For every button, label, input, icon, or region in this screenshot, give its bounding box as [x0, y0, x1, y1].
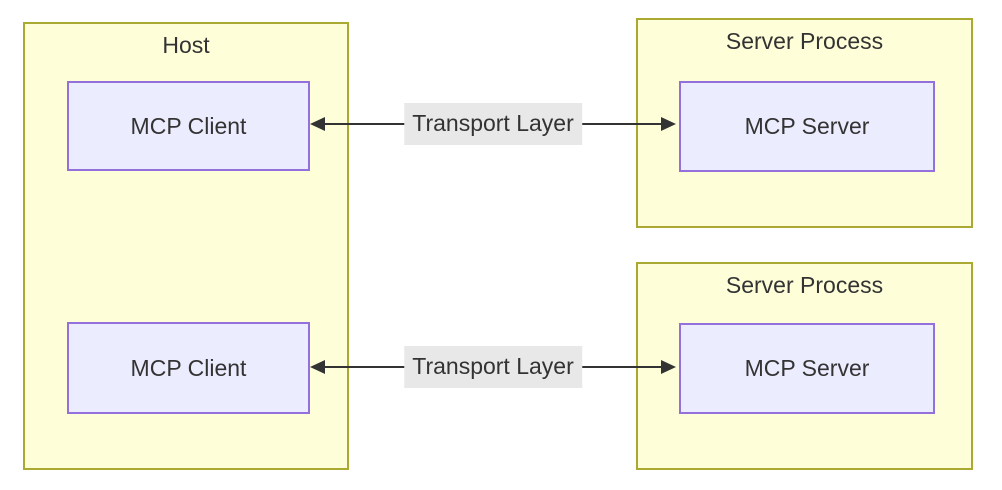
transport-layer-label-2: Transport Layer: [404, 346, 582, 388]
right-arrowhead-icon: [661, 117, 676, 131]
transport-layer-label-1: Transport Layer: [404, 103, 582, 145]
server-process-title-2: Server Process: [725, 272, 884, 298]
host-group: Host MCP Client MCP Client: [23, 22, 349, 470]
right-arrowhead-icon: [661, 360, 676, 374]
mcp-client-node-2: MCP Client: [67, 322, 310, 414]
left-arrowhead-icon: [310, 360, 325, 374]
left-arrowhead-icon: [310, 117, 325, 131]
mcp-server-node-2: MCP Server: [679, 323, 935, 414]
transport-connection-1: Transport Layer: [310, 103, 676, 145]
mcp-client-node-1: MCP Client: [67, 81, 310, 171]
mcp-server-node-1: MCP Server: [679, 81, 935, 172]
transport-connection-2: Transport Layer: [310, 346, 676, 388]
server-process-title-1: Server Process: [725, 28, 884, 54]
host-title: Host: [162, 32, 210, 58]
server-process-group-1: Server Process MCP Server: [636, 18, 973, 228]
server-process-group-2: Server Process MCP Server: [636, 262, 973, 470]
